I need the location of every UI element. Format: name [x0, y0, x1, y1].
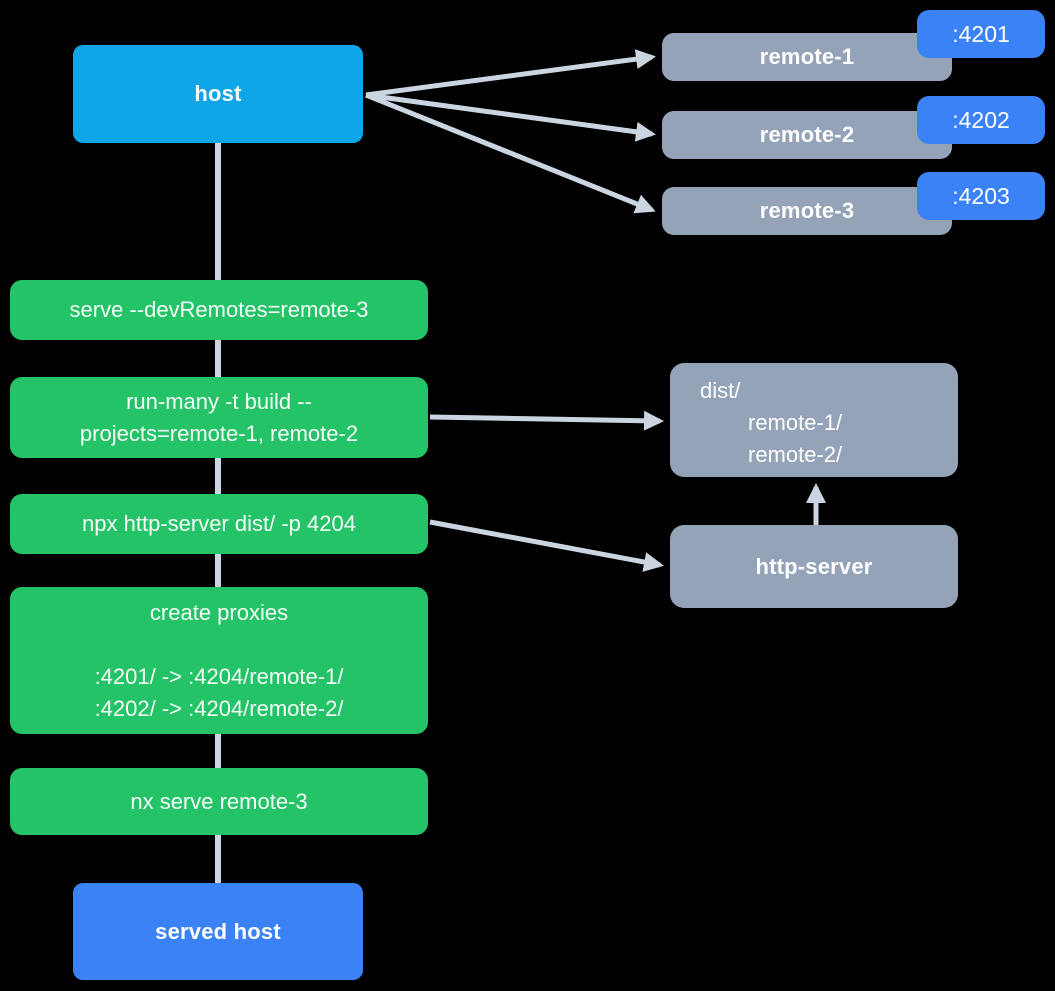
step-run-many-line-1: run-many -t build -- — [126, 388, 312, 414]
step-nx-serve-remote-3: nx serve remote-3 — [10, 768, 428, 835]
arrow-host-to-remote-3 — [365, 92, 656, 214]
host-node: host — [73, 45, 363, 143]
host-label: host — [194, 81, 242, 106]
step-run-many-build: run-many -t build -- projects=remote-1, … — [10, 377, 428, 458]
port-4203-label: :4203 — [952, 182, 1010, 209]
port-badge-4203: :4203 — [917, 172, 1045, 220]
arrow-runmany-to-dist — [429, 410, 664, 431]
dist-folder-node: dist/ remote-1/ remote-2/ — [670, 363, 958, 477]
port-badge-4202: :4202 — [917, 96, 1045, 144]
remote-3-node: remote-3 — [662, 187, 952, 235]
port-4202-label: :4202 — [952, 106, 1010, 133]
step-serve-devremotes: serve --devRemotes=remote-3 — [10, 280, 428, 340]
arrow-host-to-remote-1 — [365, 49, 656, 98]
served-host-label: served host — [155, 918, 281, 944]
port-4201-label: :4201 — [952, 20, 1010, 47]
dist-remote-2-line: remote-2/ — [748, 442, 843, 467]
arrow-host-to-remote-2 — [365, 92, 656, 142]
step-create-proxies: create proxies :4201/ -> :4204/remote-1/… — [10, 587, 428, 734]
remote-3-label: remote-3 — [759, 198, 855, 223]
proxy-mapping-2: :4202/ -> :4204/remote-2/ — [94, 695, 344, 721]
create-proxies-title: create proxies — [149, 599, 289, 625]
step-run-many-line-2: projects=remote-1, remote-2 — [79, 420, 359, 446]
remote-2-label: remote-2 — [759, 122, 855, 147]
step-npx-label: npx http-server dist/ -p 4204 — [82, 511, 356, 536]
dist-remote-1-line: remote-1/ — [748, 410, 843, 435]
step-nx-serve-label: nx serve remote-3 — [130, 788, 308, 814]
http-server-label: http-server — [755, 553, 873, 579]
http-server-node: http-server — [670, 525, 958, 608]
port-badge-4201: :4201 — [917, 10, 1045, 58]
step-npx-http-server: npx http-server dist/ -p 4204 — [10, 494, 428, 554]
proxy-mapping-1: :4201/ -> :4204/remote-1/ — [94, 663, 344, 689]
remote-2-node: remote-2 — [662, 111, 952, 159]
arrow-npx-to-httpserver — [429, 519, 664, 572]
step-serve-label: serve --devRemotes=remote-3 — [69, 297, 369, 322]
remote-1-node: remote-1 — [662, 33, 952, 81]
served-host-node: served host — [73, 883, 363, 980]
dist-root-line: dist/ — [700, 378, 741, 403]
remote-1-label: remote-1 — [759, 44, 855, 69]
